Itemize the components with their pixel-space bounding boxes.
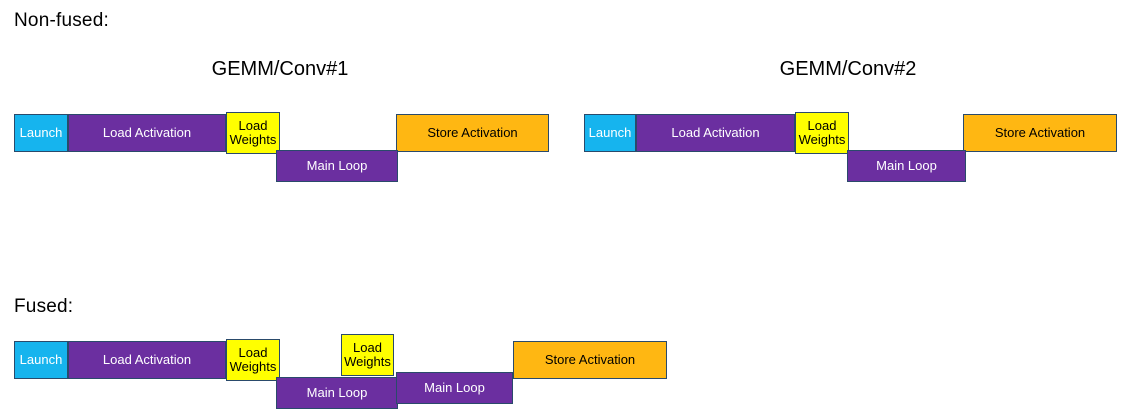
bar-load-activation-fused: Load Activation bbox=[68, 341, 226, 379]
group-title-gemm-conv-1: GEMM/Conv#1 bbox=[211, 58, 349, 80]
bar-load-weights-g2: Load Weights bbox=[795, 112, 849, 154]
bar-load-weights-fused-2: Load Weights bbox=[341, 334, 394, 376]
bar-main-loop-fused-1: Main Loop bbox=[276, 377, 398, 409]
bar-main-loop-g1: Main Loop bbox=[276, 150, 398, 182]
bar-store-activation-fused: Store Activation bbox=[513, 341, 667, 379]
bar-load-activation-g2: Load Activation bbox=[636, 114, 795, 152]
bar-main-loop-g2: Main Loop bbox=[847, 150, 966, 182]
bar-load-weights-fused-1: Load Weights bbox=[226, 339, 280, 381]
bar-launch-g2: Launch bbox=[584, 114, 636, 152]
group-title-gemm-conv-2: GEMM/Conv#2 bbox=[779, 58, 917, 80]
section-label-fused: Fused: bbox=[14, 296, 74, 317]
bar-main-loop-fused-2: Main Loop bbox=[396, 372, 513, 404]
section-label-non-fused: Non-fused: bbox=[14, 10, 109, 31]
bar-load-weights-g1: Load Weights bbox=[226, 112, 280, 154]
bar-launch-fused: Launch bbox=[14, 341, 68, 379]
bar-store-activation-g1: Store Activation bbox=[396, 114, 549, 152]
bar-load-activation-g1: Load Activation bbox=[68, 114, 226, 152]
bar-launch-g1: Launch bbox=[14, 114, 68, 152]
bar-store-activation-g2: Store Activation bbox=[963, 114, 1117, 152]
